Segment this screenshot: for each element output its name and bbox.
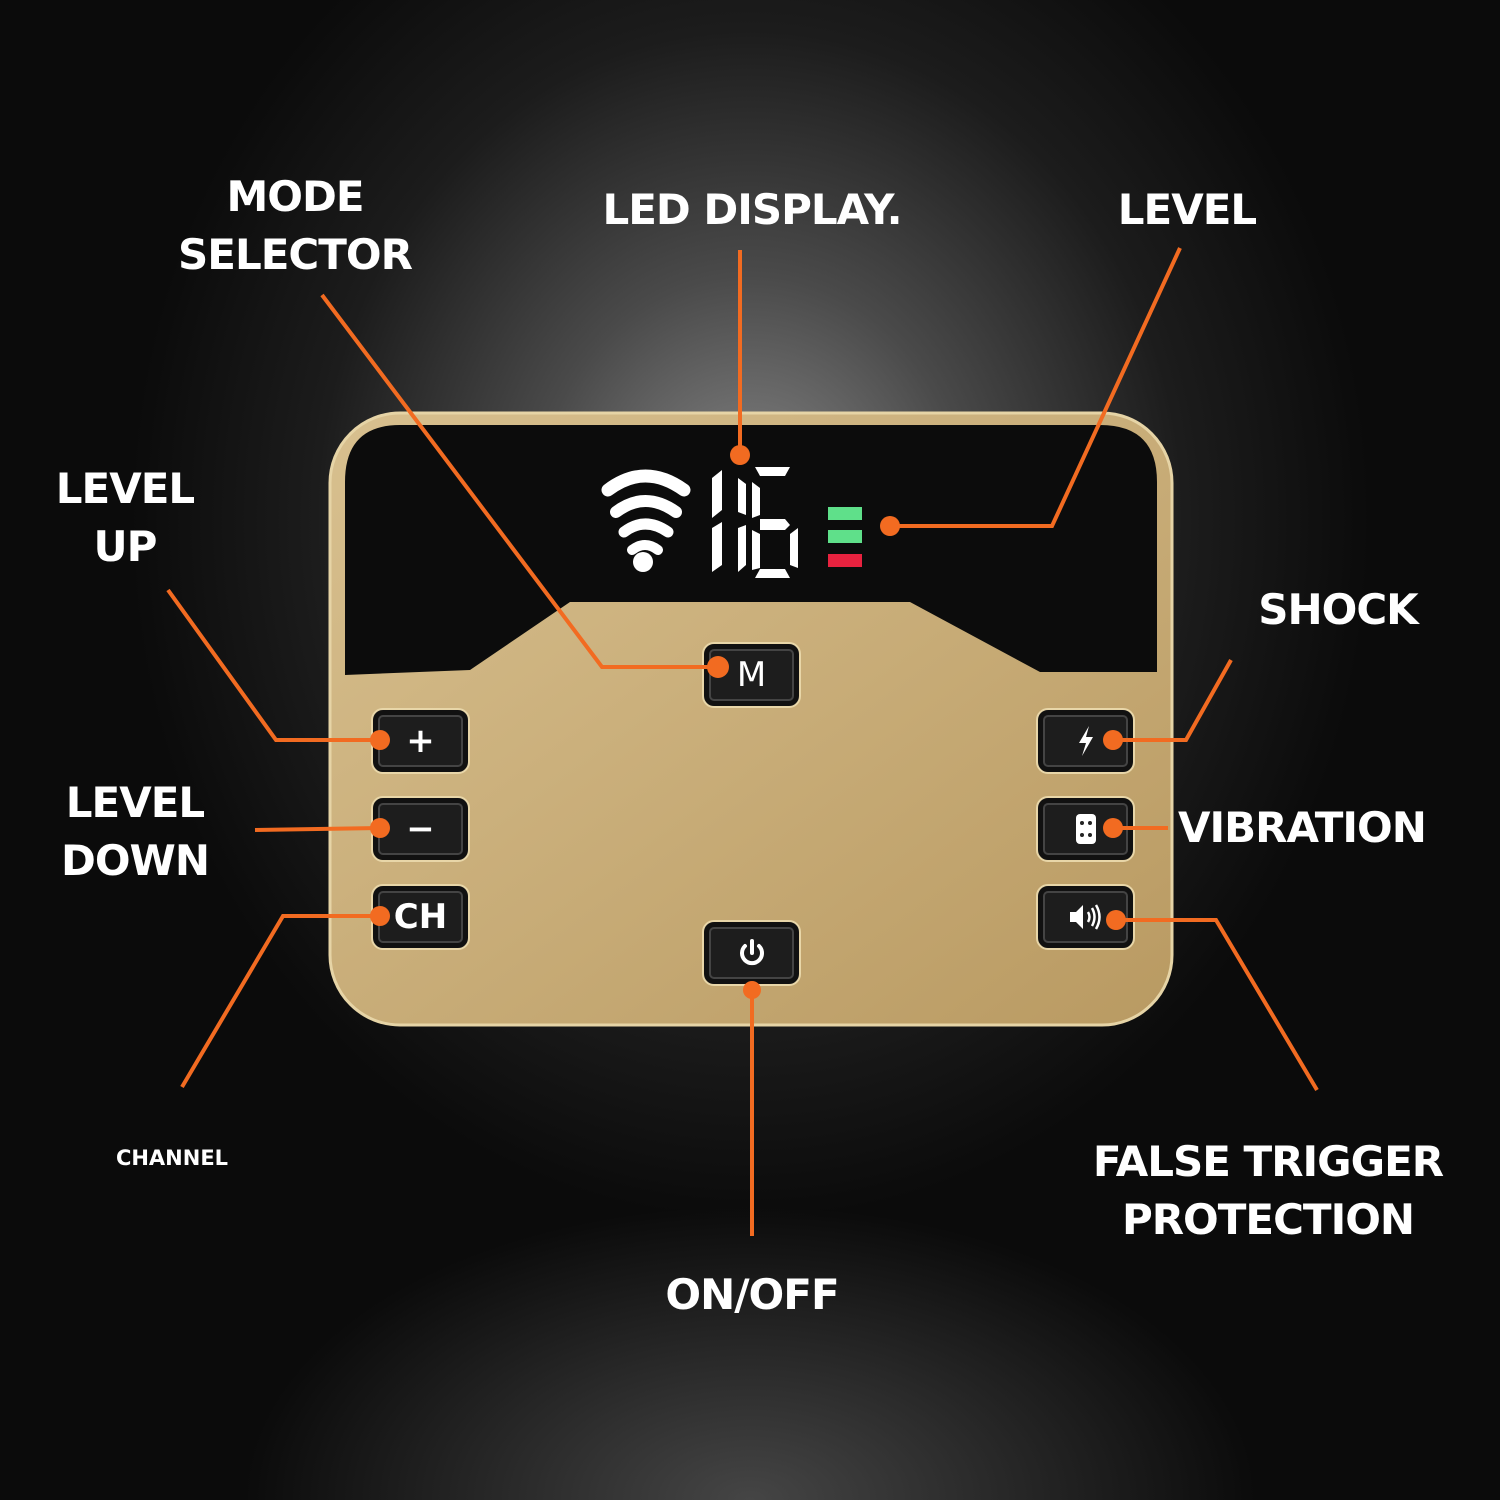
speaker-icon [1069, 904, 1101, 930]
channel-label: CHANNEL [115, 1146, 229, 1170]
vibration-label: VIBRATION [1178, 803, 1427, 852]
lightning-icon [1078, 726, 1093, 756]
level-bar-3 [828, 554, 862, 567]
plus-icon: + [406, 721, 435, 761]
shock-label: SHOCK [1258, 585, 1418, 634]
vibration-button[interactable] [1036, 796, 1135, 862]
sound-button[interactable] [1036, 884, 1135, 950]
mode-button[interactable]: M [702, 642, 801, 708]
vibration-icon [1075, 814, 1096, 844]
on-off-label: ON/OFF [665, 1270, 839, 1319]
shock-button[interactable] [1036, 708, 1135, 774]
power-button[interactable] [702, 920, 801, 986]
level-bars [828, 507, 862, 567]
mode-button-label: M [736, 655, 767, 695]
level-up-button[interactable]: + [371, 708, 470, 774]
level-bar-1 [828, 507, 862, 520]
channel-button-label: CH [393, 897, 448, 937]
level-bar-2 [828, 530, 862, 543]
led-display-label: LED DISPLAY. [602, 185, 902, 234]
level-label: LEVEL [1117, 185, 1257, 234]
level-down-button[interactable]: − [371, 796, 470, 862]
power-icon [739, 939, 764, 966]
channel-button[interactable]: CH [371, 884, 470, 950]
minus-icon: − [406, 809, 435, 849]
